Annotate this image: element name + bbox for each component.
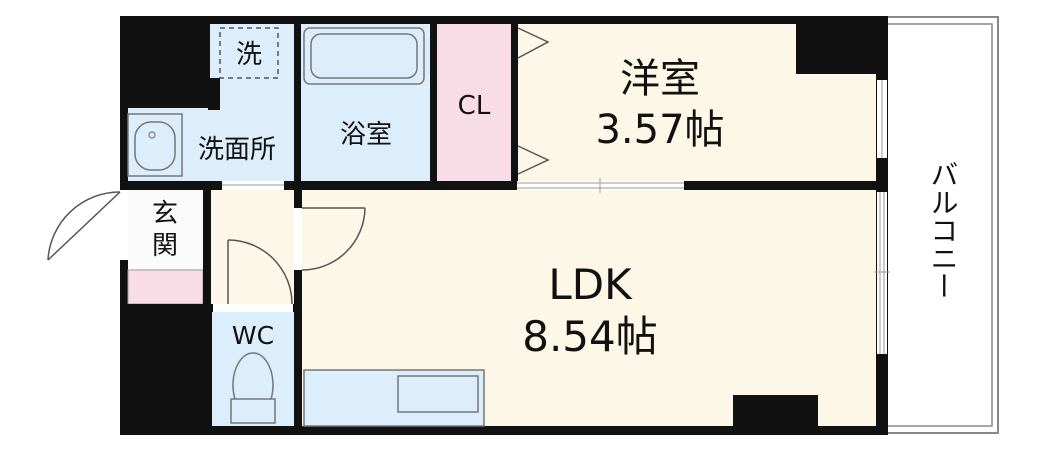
wc-label: WC — [232, 321, 274, 350]
openings — [120, 80, 890, 354]
washroom-label: 洗面所 — [198, 135, 276, 165]
pillar — [120, 16, 210, 108]
pillar — [796, 16, 886, 74]
balcony — [885, 16, 999, 434]
closet-label: CL — [458, 91, 491, 121]
bathtub — [303, 27, 425, 85]
pillar — [120, 304, 212, 435]
entrance-label-bottom: 関 — [152, 231, 178, 261]
kitchen-counter — [303, 369, 485, 427]
entrance-label-top: 玄 — [152, 199, 178, 229]
western-room-size: 3.57帖 — [595, 107, 724, 153]
door-swings — [47, 27, 550, 305]
wash-basin — [127, 113, 183, 177]
laundry-pan — [219, 27, 279, 79]
closet-floor — [437, 24, 511, 181]
ldk-name: LDK — [548, 260, 633, 309]
ldk-size: 8.54帖 — [522, 312, 658, 361]
hall-floor — [211, 190, 295, 305]
laundry-label: 洗 — [236, 40, 262, 70]
shoe-box — [127, 269, 204, 305]
western-room-name: 洋室 — [620, 56, 700, 102]
bath-label: 浴室 — [340, 120, 392, 150]
toilet — [230, 352, 276, 424]
pillar — [733, 395, 818, 435]
balcony-label: バルコニー — [927, 160, 960, 300]
